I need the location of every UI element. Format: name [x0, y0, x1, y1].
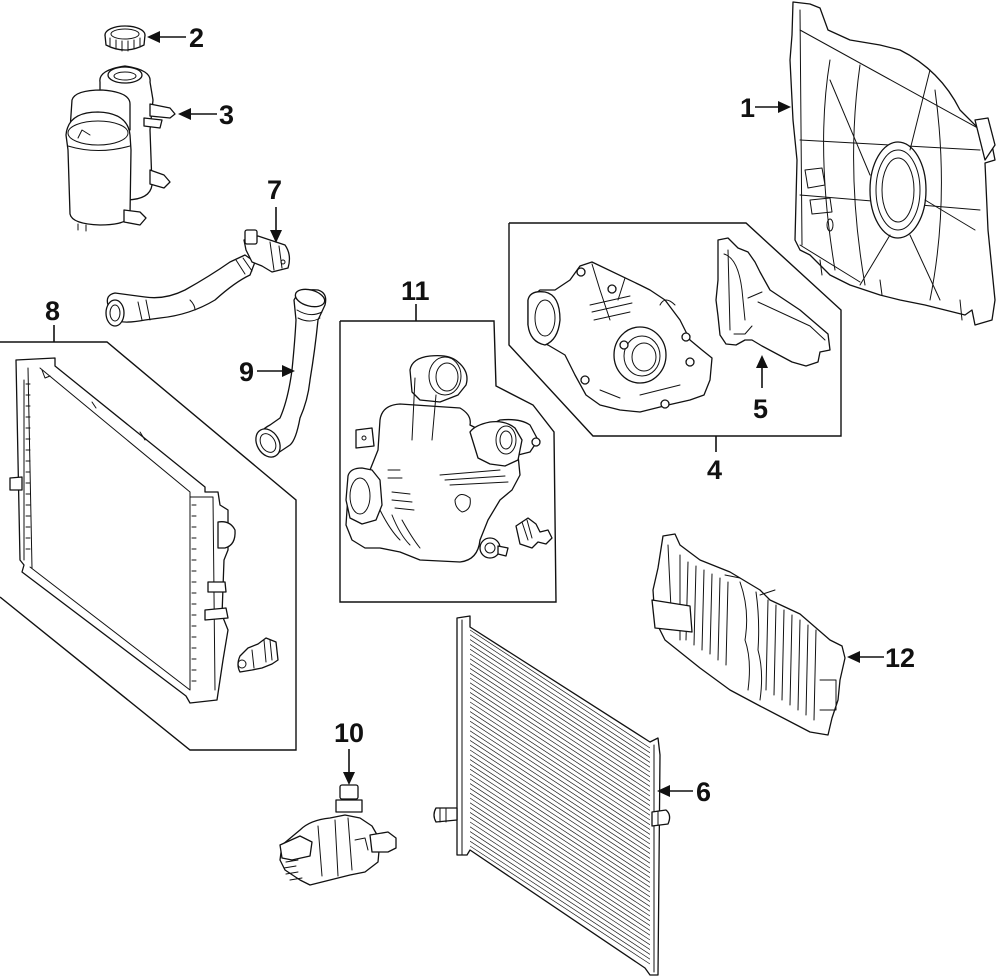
callout-number-12: 12 [885, 643, 915, 673]
callout-number-2: 2 [189, 23, 204, 53]
callout-number-1: 1 [740, 93, 755, 123]
callout-number-10: 10 [334, 718, 364, 748]
water-pump-box [339, 320, 557, 603]
temperature-sensor-drawing[interactable] [515, 517, 553, 549]
callout-10[interactable]: 10 [334, 718, 364, 785]
callout-9[interactable]: 9 [239, 357, 295, 387]
callout-6[interactable]: 6 [657, 777, 711, 807]
callout-number-5: 5 [753, 394, 768, 424]
callout-3[interactable]: 3 [178, 100, 234, 130]
callout-number-11: 11 [401, 276, 430, 306]
callout-11[interactable]: 11 [401, 276, 430, 321]
callout-number-6: 6 [696, 777, 711, 807]
callout-8[interactable]: 8 [45, 296, 60, 342]
callout-1[interactable]: 1 [740, 93, 791, 123]
radiator-drawing[interactable] [9, 357, 236, 704]
callout-number-3: 3 [219, 100, 234, 130]
callout-5[interactable]: 5 [753, 355, 768, 424]
callout-number-4: 4 [707, 455, 722, 485]
fan-shroud-drawing[interactable] [789, 1, 996, 326]
auxiliary-water-pump-drawing[interactable] [279, 784, 397, 886]
callout-number-9: 9 [239, 357, 254, 387]
callout-2[interactable]: 2 [147, 23, 204, 53]
thermostat-housing-drawing[interactable] [527, 261, 713, 413]
callout-7[interactable]: 7 [267, 175, 282, 243]
radiator-drain-plug-drawing[interactable] [237, 637, 279, 673]
radiator-fins [470, 629, 650, 968]
thermostat-housing-box [508, 222, 842, 437]
upper-radiator-hose-drawing[interactable] [251, 286, 327, 461]
callout-number-8: 8 [45, 296, 60, 326]
radiator-hose-drawing[interactable] [105, 229, 291, 327]
callout-4[interactable]: 4 [707, 436, 722, 485]
air-duct-drawing[interactable] [651, 533, 846, 736]
radiator-assembly-box [0, 341, 297, 751]
auxiliary-radiator-drawing[interactable] [433, 615, 671, 976]
reservoir-cap-drawing[interactable] [104, 25, 146, 52]
callout-12[interactable]: 12 [847, 643, 915, 673]
callout-number-7: 7 [267, 175, 282, 205]
water-pump-drawing[interactable] [345, 354, 541, 563]
coolant-reservoir-drawing[interactable] [65, 65, 176, 232]
thermostat-gasket-drawing[interactable] [715, 237, 831, 367]
